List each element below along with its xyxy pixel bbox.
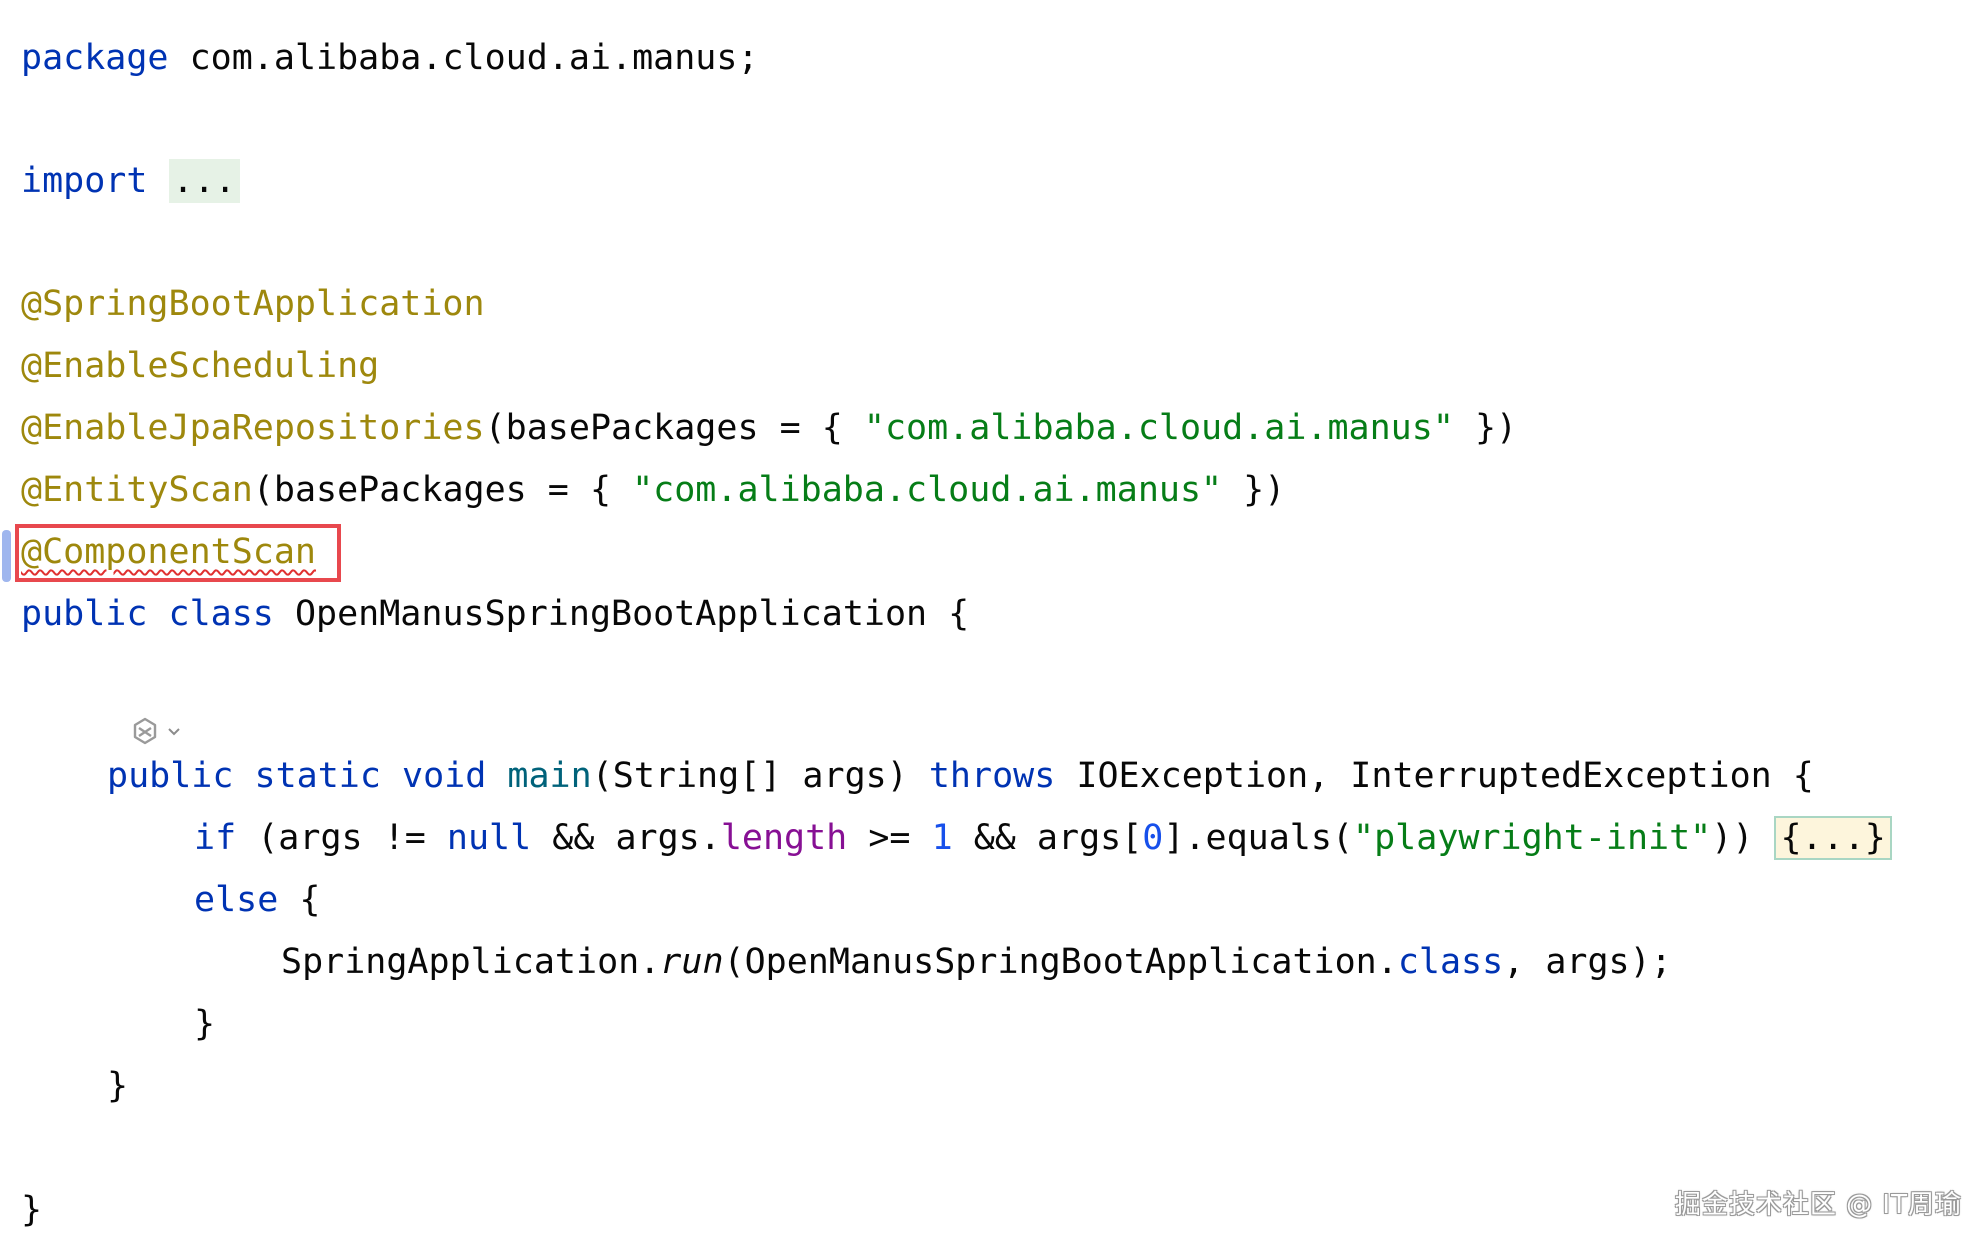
- code-line-import[interactable]: import ...: [21, 157, 240, 205]
- code-line-else[interactable]: else {: [194, 880, 321, 920]
- code-line-method-close[interactable]: }: [107, 1066, 129, 1106]
- code-line-springapplication-run[interactable]: SpringApplication.run(OpenManusSpringBoo…: [281, 942, 1672, 982]
- code-line-package[interactable]: package com.alibaba.cloud.ai.manus;: [21, 38, 759, 78]
- code-line-if-statement[interactable]: if (args != null && args.length >= 1 && …: [194, 814, 1892, 862]
- code-line-main-method[interactable]: public static void main(String[] args) t…: [107, 756, 1814, 796]
- code-line-springbootapplication[interactable]: @SpringBootApplication: [21, 284, 485, 324]
- code-line-enablejparepositories[interactable]: @EnableJpaRepositories(basePackages = { …: [21, 408, 1518, 448]
- import-fold[interactable]: ...: [168, 159, 240, 203]
- componentscan-annotation[interactable]: @ComponentScan: [21, 532, 317, 572]
- code-line-componentscan[interactable]: @ComponentScan: [21, 528, 316, 576]
- change-marker[interactable]: [2, 530, 11, 582]
- code-line-class-declaration[interactable]: public class OpenManusSpringBootApplicat…: [21, 594, 970, 634]
- code-line-enablescheduling[interactable]: @EnableScheduling: [21, 346, 380, 386]
- chevron-down-icon[interactable]: [166, 724, 182, 740]
- ai-assistant-icon[interactable]: [128, 715, 162, 749]
- highlight-box: [15, 524, 341, 582]
- code-line-class-close[interactable]: }: [21, 1190, 43, 1230]
- code-line-entityscan[interactable]: @EntityScan(basePackages = { "com.alibab…: [21, 470, 1286, 510]
- watermark: 掘金技术社区 @ IT周瑜: [1674, 1190, 1962, 1220]
- code-line-else-close[interactable]: }: [194, 1004, 216, 1044]
- if-block-fold[interactable]: {...}: [1774, 816, 1892, 860]
- inlay-hint[interactable]: [128, 712, 192, 752]
